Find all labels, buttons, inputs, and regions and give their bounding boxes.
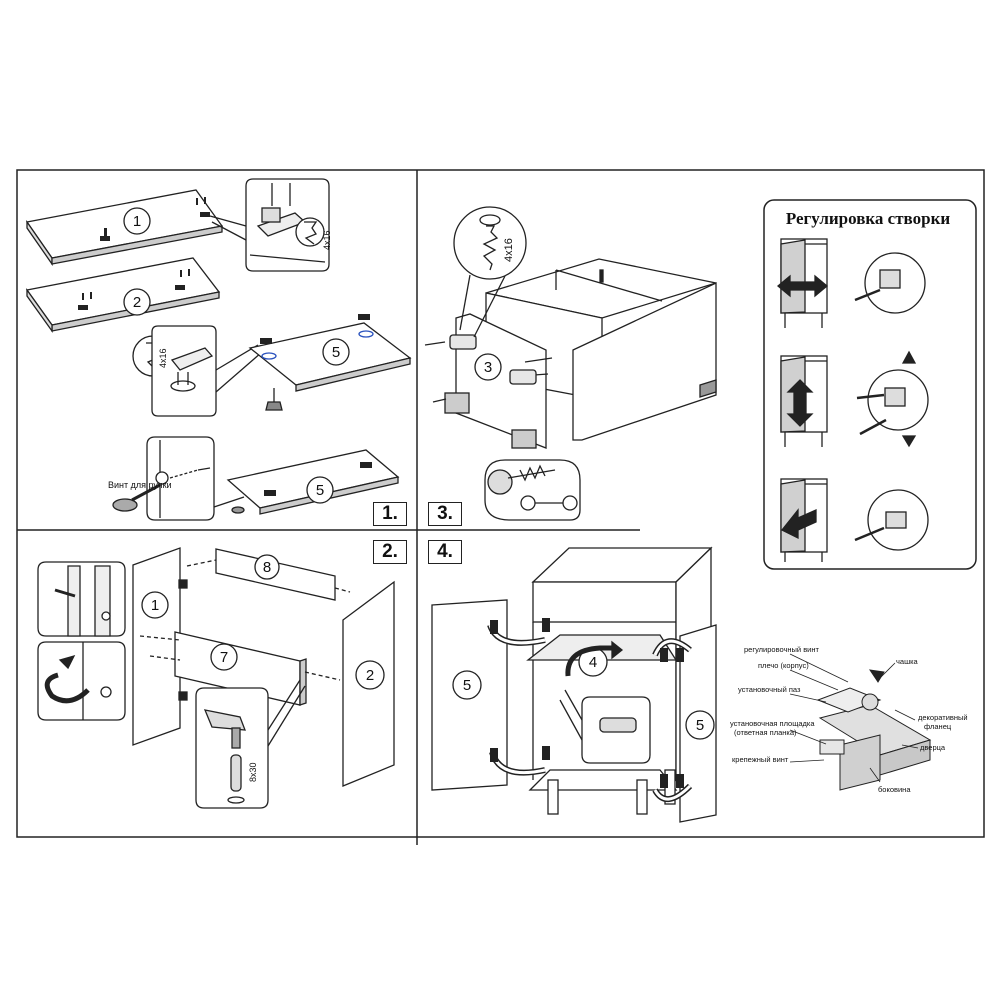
step-2-illustration xyxy=(37,547,395,809)
adjust-row-depth xyxy=(780,478,929,562)
side-panel-1 xyxy=(132,547,181,746)
step-label-4: 4. xyxy=(428,540,462,564)
step-label-1: 1. xyxy=(373,502,407,526)
step-1-illustration xyxy=(25,178,412,521)
hinge-parts-diagram xyxy=(789,653,932,791)
step-label-2: 2. xyxy=(373,540,407,564)
step-label-3: 3. xyxy=(428,502,462,526)
hinge-callout-2 xyxy=(151,325,217,417)
door-adjustment-box xyxy=(763,199,977,570)
adjust-row-horizontal xyxy=(776,238,926,328)
front-panel xyxy=(572,281,717,441)
step-4-illustration xyxy=(431,546,717,823)
handle-callout xyxy=(146,436,215,521)
adjustment-title: Регулировка створки xyxy=(785,209,951,228)
step-3-illustration xyxy=(424,206,717,521)
adjust-row-vertical xyxy=(780,350,929,448)
sheet-frame xyxy=(16,169,985,838)
